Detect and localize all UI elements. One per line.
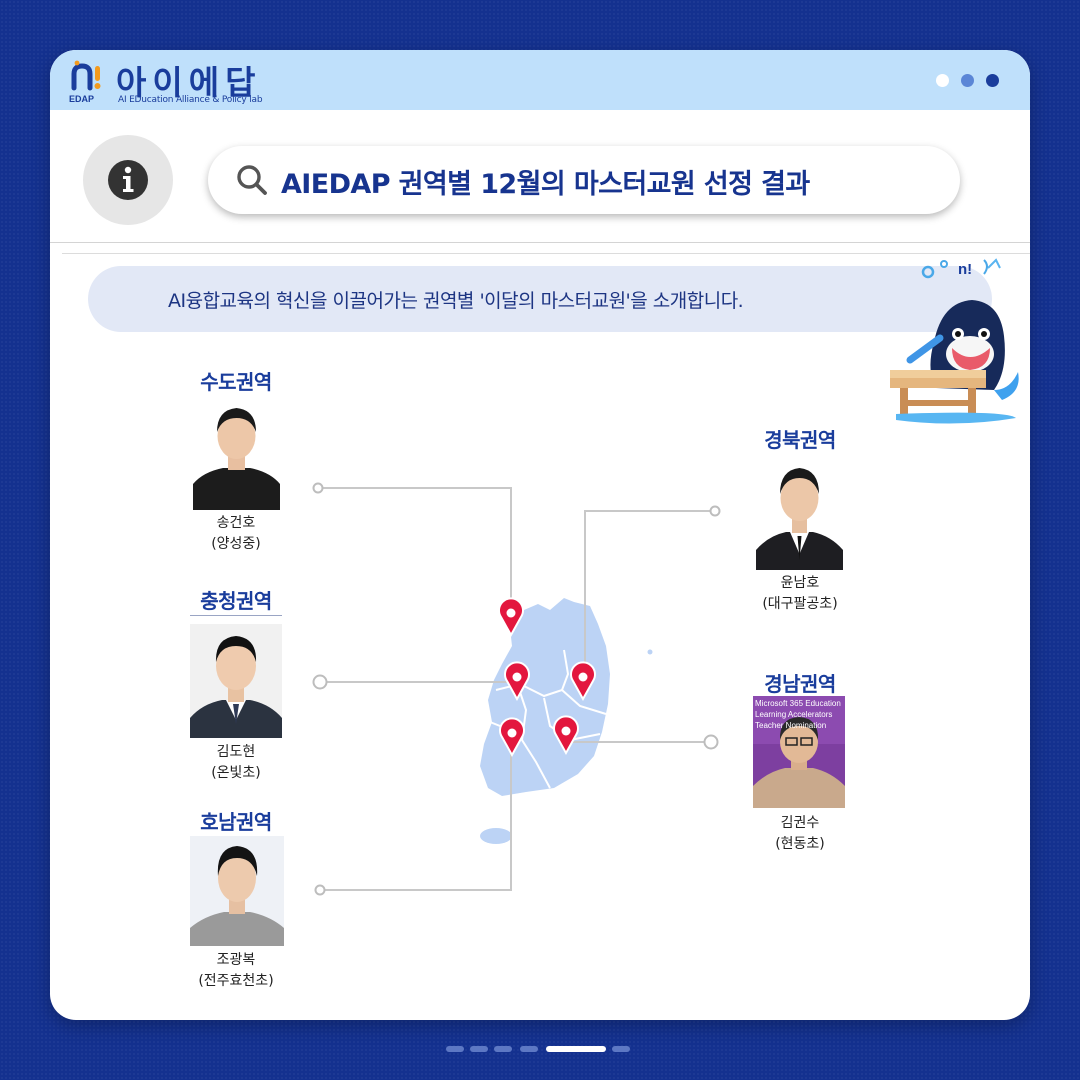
page-indicator-dot[interactable] (520, 1046, 538, 1052)
window-dot-3 (986, 74, 999, 87)
teacher-school: (대구팔공초) (762, 596, 838, 612)
divider (62, 253, 1030, 254)
mascot: n! (886, 250, 1022, 426)
brand-name-ko: 아이에답 (116, 63, 262, 102)
teacher-school: (전주효천초) (198, 973, 274, 989)
content-card: EDAP 아이에답 AI EDucation Alliance & Policy… (50, 50, 1030, 1020)
intro-banner: AI융합교육의 혁신을 이끌어가는 권역별 '이달의 마스터교원'을 소개합니다… (88, 266, 992, 332)
teacher-name: 조광복 (216, 952, 256, 968)
brand-name-en: AI EDucation Alliance & Policy lab (118, 95, 263, 105)
location-pin-icon[interactable] (570, 661, 596, 702)
window-dot-2 (961, 74, 974, 87)
page-indicator-dot[interactable] (446, 1046, 464, 1052)
brand-logo[interactable]: EDAP 아이에답 AI EDucation Alliance & Policy… (68, 58, 308, 106)
region-title-sudo: 수도권역 (200, 370, 272, 394)
title-underline (190, 615, 282, 616)
info-button[interactable] (83, 135, 173, 225)
teacher-name: 윤남호 (780, 575, 820, 591)
whale-mascot-icon: n! (890, 258, 1019, 424)
connector-endpoints (312, 482, 721, 896)
region-title-honam: 호남권역 (200, 810, 272, 834)
location-pin-icon[interactable] (553, 715, 579, 756)
search-icon (237, 165, 267, 195)
window-dots (936, 74, 1006, 88)
logo-mark-icon: EDAP (69, 60, 101, 104)
region-title-gyeongnam: 경남권역 (764, 672, 836, 696)
teacher-school: (양성중) (211, 536, 261, 552)
teacher-school: (온빛초) (211, 765, 261, 781)
teacher-name: 김권수 (780, 815, 820, 831)
region-title-chungcheong: 충청권역 (200, 589, 272, 613)
teacher-photo: Microsoft 365 Education Learning Acceler… (753, 696, 845, 808)
teacher-photo (190, 624, 282, 738)
connector-lines (318, 487, 715, 891)
korea-map (312, 482, 721, 896)
mascot-badge: n! (958, 261, 972, 278)
location-pin-icon[interactable] (499, 717, 525, 758)
svg-text:EDAP: EDAP (69, 94, 94, 104)
page-title: AIEDAP 권역별 12월의 마스터교원 선정 결과 (281, 169, 810, 200)
region-title-gyeongbuk: 경북권역 (764, 428, 836, 452)
location-pin-icon[interactable] (498, 597, 524, 638)
page-indicator-dot[interactable] (612, 1046, 630, 1052)
title-search-bar[interactable]: AIEDAP 권역별 12월의 마스터교원 선정 결과 (208, 146, 960, 214)
divider (50, 242, 1030, 243)
photo-banner-text: Microsoft 365 Education Learning Acceler… (755, 699, 841, 730)
teacher-photo (193, 400, 280, 510)
window-dot-1 (936, 74, 949, 87)
teacher-school: (현동초) (775, 836, 825, 852)
page-indicator-dot[interactable] (470, 1046, 488, 1052)
teacher-name: 김도현 (216, 744, 256, 760)
teacher-name: 송건호 (216, 515, 256, 531)
location-pin-icon[interactable] (504, 661, 530, 702)
info-icon (108, 160, 148, 200)
page-indicator-dot-active[interactable] (546, 1046, 606, 1052)
teacher-photo (756, 456, 843, 570)
page-indicator-dot[interactable] (494, 1046, 512, 1052)
teacher-photo (190, 836, 284, 946)
top-bar: EDAP 아이에답 AI EDucation Alliance & Policy… (50, 50, 1030, 110)
page-indicator (446, 1046, 636, 1054)
intro-text: AI융합교육의 혁신을 이끌어가는 권역별 '이달의 마스터교원'을 소개합니다… (168, 290, 744, 312)
